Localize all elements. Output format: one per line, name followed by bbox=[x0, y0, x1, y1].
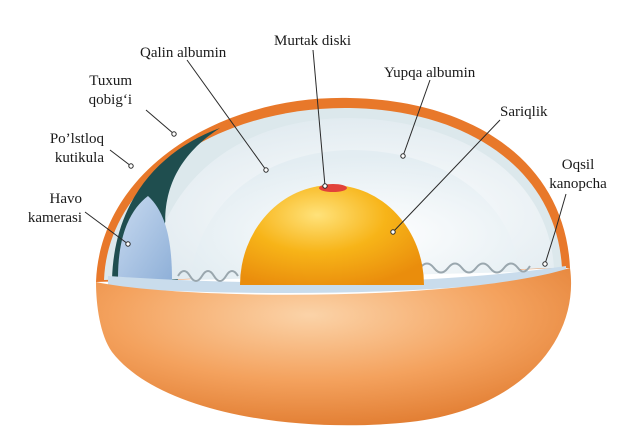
label-murtak-diski: Murtak diski bbox=[274, 32, 351, 51]
label-polstloq-line1: Po’lstloq bbox=[24, 130, 104, 149]
label-polstloq-line2: kutikula bbox=[24, 149, 104, 168]
dot-yupqa-albumin bbox=[401, 154, 405, 158]
leader-polstloq bbox=[110, 150, 131, 166]
dot-havo-kamerasi bbox=[126, 242, 130, 246]
label-oqsil-line1: Oqsil bbox=[540, 156, 616, 175]
leader-tuxum-qobigi bbox=[146, 110, 174, 134]
label-qalin-albumin: Qalin albumin bbox=[140, 44, 226, 63]
dot-murtak-diski bbox=[323, 184, 327, 188]
label-tuxum-qobigi-line2: qobig‘i bbox=[62, 91, 132, 110]
label-polstloq-kutikula: Po’lstloq kutikula bbox=[24, 130, 104, 168]
label-havo-kamerasi: Havo kamerasi bbox=[14, 190, 82, 228]
label-oqsil-kanopcha: Oqsil kanopcha bbox=[540, 156, 616, 194]
dot-sariqlik bbox=[391, 230, 395, 234]
label-yupqa-albumin: Yupqa albumin bbox=[384, 64, 475, 83]
label-oqsil-line2: kanopcha bbox=[540, 175, 616, 194]
label-tuxum-qobigi: Tuxum qobig‘i bbox=[62, 72, 132, 110]
dot-qalin-albumin bbox=[264, 168, 268, 172]
dot-tuxum-qobigi bbox=[172, 132, 176, 136]
label-havo-line1: Havo bbox=[14, 190, 82, 209]
dot-oqsil-kanopcha bbox=[543, 262, 547, 266]
dot-polstloq bbox=[129, 164, 133, 168]
label-tuxum-qobigi-line1: Tuxum bbox=[62, 72, 132, 91]
label-sariqlik: Sariqlik bbox=[500, 103, 548, 122]
label-havo-line2: kamerasi bbox=[14, 209, 82, 228]
